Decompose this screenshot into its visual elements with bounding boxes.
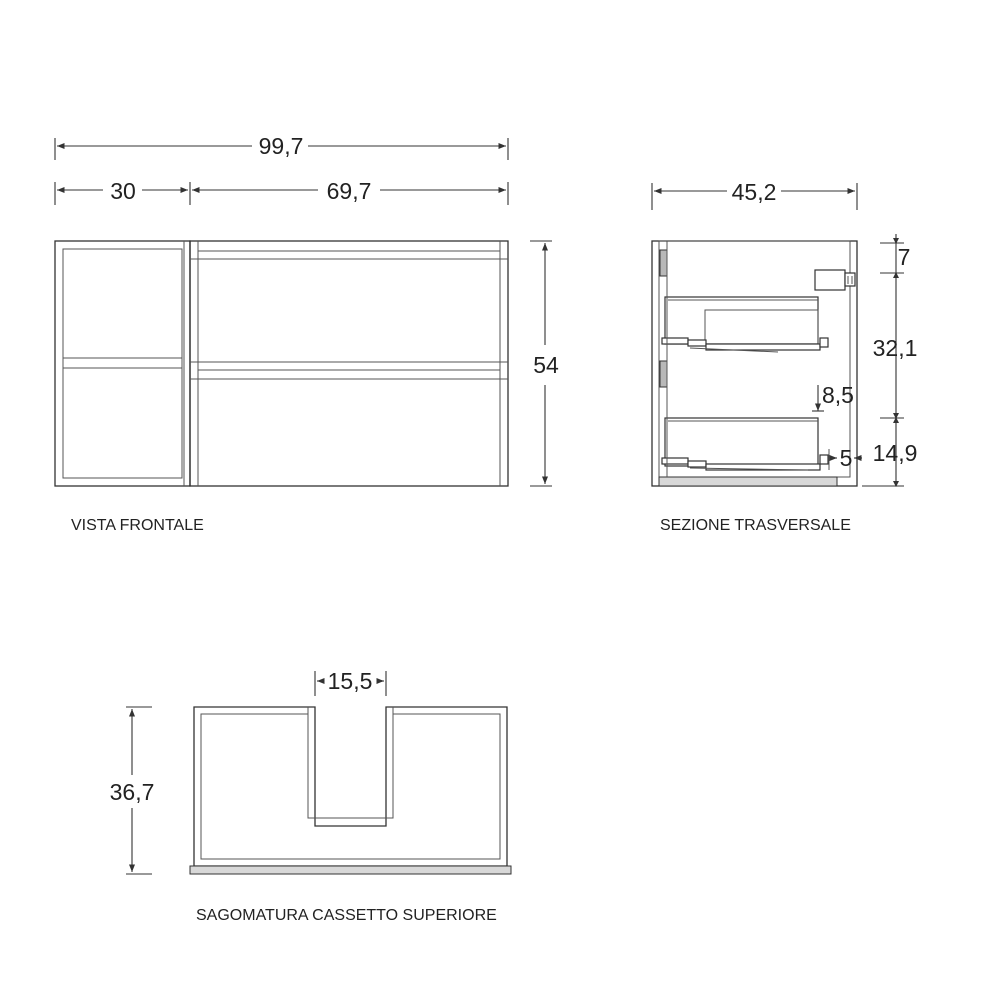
section-view-label: SEZIONE TRASVERSALE [660,517,851,534]
dim-left-width-text: 30 [110,178,136,204]
dim-total-width: 99,7 [54,133,509,160]
dim-inner-upper: 8,5 [812,382,854,412]
dim-cutout-width: 15,5 [314,668,387,696]
dim-depth-text: 45,2 [732,179,777,205]
dim-profile-depth-text: 36,7 [110,779,155,805]
dim-height-text: 54 [533,352,559,378]
dim-left-width: 30 [54,178,191,205]
section-view: 45,2 [651,179,918,534]
dim-top-text: 7 [898,244,911,270]
dim-right-width-text: 69,7 [327,178,372,204]
dim-height: 54 [530,240,559,487]
dim-inner-lower: 5 [828,445,862,471]
dim-inner-upper-text: 8,5 [822,382,854,408]
dim-bottom-text: 14,9 [873,440,918,466]
dim-right-width: 69,7 [192,178,509,205]
open-shelf-unit [54,240,191,487]
drawer-profile-label: SAGOMATURA CASSETTO SUPERIORE [196,907,497,924]
dim-vertical-chain [862,234,904,487]
dim-middle-text: 32,1 [873,335,918,361]
drawer-unit [189,240,509,487]
section-top-drawer [661,296,829,353]
dim-depth: 45,2 [651,179,858,210]
drawer-profile-view: 15,5 36,7 SAGOMATURA CASSETTO SUPERIORE [110,668,512,924]
dim-profile-depth: 36,7 [110,706,155,875]
drawer-profile-shape [189,706,512,875]
dim-cutout-width-text: 15,5 [328,668,373,694]
dim-total-width-text: 99,7 [259,133,304,159]
section-bottom-drawer [661,417,829,471]
dim-inner-lower-text: 5 [840,445,853,471]
front-view-label: VISTA FRONTALE [71,517,204,534]
cabinet-section [651,240,858,487]
front-view: 99,7 30 69,7 54 [54,133,559,534]
